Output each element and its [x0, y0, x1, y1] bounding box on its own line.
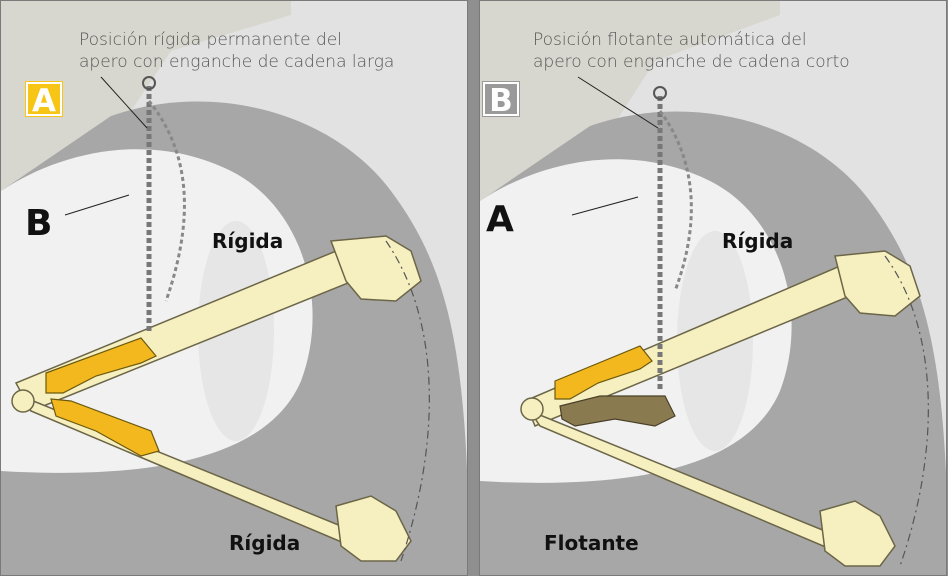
- letter-leader-line: [571, 196, 639, 216]
- caption-leader-line: [100, 76, 148, 129]
- panel-b-illustration: [480, 1, 946, 575]
- panel-b-upper-label: Rígida: [722, 229, 794, 253]
- letter-leader-line: [64, 194, 130, 216]
- panel-a-badge: A: [25, 81, 63, 118]
- panel-a: Posición rígida permanente del apero con…: [0, 0, 468, 576]
- caption-line-1: Posición flotante automática del: [533, 30, 807, 50]
- caption-leader-line: [577, 76, 659, 129]
- upper-stabilizer-latch: [554, 345, 653, 400]
- caption-line-2: apero con enganche de cadena corto: [533, 52, 850, 72]
- lower-hook: [335, 495, 412, 562]
- pivot-point: [520, 397, 544, 421]
- chain-ring: [142, 76, 156, 90]
- panel-b-lower-label: Flotante: [544, 531, 639, 555]
- upper-hook: [329, 235, 422, 302]
- caption-line-1: Posición rígida permanente del: [79, 30, 342, 50]
- caption-line-2: apero con enganche de cadena larga: [79, 52, 395, 72]
- lower-hook: [819, 500, 896, 567]
- swing-arc: [385, 240, 430, 562]
- panel-a-upper-label: Rígida: [212, 229, 284, 253]
- panel-a-illustration: [1, 1, 467, 575]
- panel-b: Posición flotante automática del apero c…: [479, 0, 947, 576]
- lower-stabilizer-latch: [50, 398, 160, 457]
- panel-b-badge: B: [482, 81, 520, 118]
- lower-stabilizer-latch: [559, 395, 676, 427]
- rim-shadow: [198, 221, 274, 441]
- pivot-point: [11, 389, 35, 413]
- panel-a-side-letter: B: [25, 203, 53, 244]
- chain-loop: [147, 100, 186, 302]
- upper-stabilizer-latch: [45, 337, 157, 394]
- panel-b-caption: Posición flotante automática del apero c…: [533, 29, 850, 73]
- upper-hook: [834, 250, 921, 317]
- panel-b-side-letter: A: [486, 199, 514, 240]
- chain-ring: [653, 86, 667, 100]
- panel-a-lower-label: Rígida: [229, 531, 301, 555]
- swing-arc: [884, 255, 929, 567]
- panel-a-caption: Posición rígida permanente del apero con…: [79, 29, 394, 73]
